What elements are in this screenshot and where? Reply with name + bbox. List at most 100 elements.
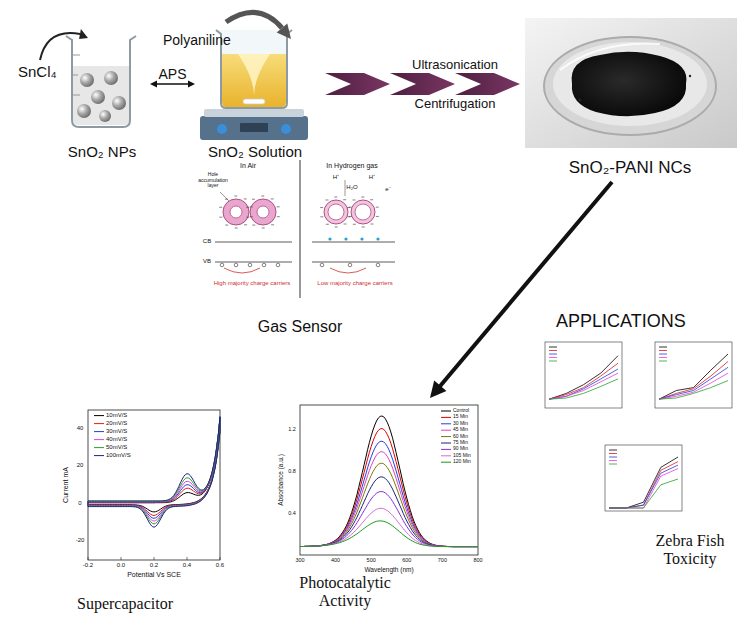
surface-charge bbox=[271, 224, 274, 225]
surface-charge bbox=[271, 198, 274, 199]
toxicity-curve bbox=[549, 356, 618, 400]
surface-charge bbox=[376, 216, 379, 217]
petri-dish-photo bbox=[525, 18, 737, 148]
gas-sensor-art bbox=[215, 242, 292, 243]
toxicity-curve bbox=[609, 479, 678, 508]
text-label: 0 bbox=[78, 500, 81, 507]
text-label: Polyaniline bbox=[163, 33, 231, 48]
legend-sample bbox=[549, 350, 557, 351]
text-label: 0.2 bbox=[150, 562, 158, 569]
surface-charge bbox=[244, 198, 247, 199]
axis-tick bbox=[187, 557, 188, 560]
gas-sensor-art bbox=[230, 206, 242, 218]
connector-line bbox=[438, 182, 612, 388]
toxicity-plot-frame bbox=[545, 342, 622, 408]
cv-curve bbox=[88, 417, 220, 528]
toxicity-curve bbox=[659, 367, 728, 399]
gas-sensor-art bbox=[223, 199, 249, 225]
petri-dish-photo bbox=[689, 75, 691, 77]
axis-tick bbox=[121, 557, 122, 560]
reagent-arrow bbox=[79, 29, 88, 39]
beaker-drawing bbox=[72, 55, 80, 56]
arrow-head bbox=[188, 81, 195, 88]
spectrum-curve bbox=[300, 441, 478, 546]
legend-sample bbox=[609, 450, 617, 451]
legend-sample bbox=[441, 436, 451, 437]
legend-sample bbox=[94, 431, 104, 432]
legend-sample bbox=[659, 354, 667, 355]
legend-sample bbox=[441, 423, 451, 424]
text-label: APPLICATIONS bbox=[556, 312, 686, 332]
surface-charge bbox=[347, 207, 350, 208]
product-dish-node: SnO₂-PANI NCs bbox=[520, 12, 742, 182]
surface-charge bbox=[235, 227, 238, 228]
beaker-drawing bbox=[80, 73, 94, 87]
text-label: 0.6 bbox=[216, 562, 224, 569]
gas-sensor-art bbox=[345, 180, 346, 196]
node-label: Photocatalytic Activity bbox=[289, 574, 401, 611]
legend-text: 30mV/S bbox=[106, 428, 127, 435]
legend-text: 45 Min bbox=[453, 427, 468, 433]
surface-charge bbox=[277, 206, 280, 207]
surface-charge bbox=[353, 199, 356, 200]
surface-charge bbox=[225, 199, 228, 200]
surface-charge bbox=[252, 199, 255, 200]
legend-sample bbox=[659, 361, 667, 362]
text-label: 1.2 bbox=[288, 426, 296, 432]
arrow-head bbox=[150, 81, 157, 88]
electron-carrier bbox=[376, 237, 379, 240]
surface-charge bbox=[277, 216, 280, 217]
cv-curve bbox=[88, 417, 220, 524]
surface-charge bbox=[262, 227, 265, 228]
toxicity-curve bbox=[659, 381, 728, 400]
text-label: 300 bbox=[295, 557, 304, 563]
cv-plot-frame bbox=[88, 410, 220, 560]
toxicity-plot-frame bbox=[605, 445, 682, 511]
hole-carrier bbox=[220, 263, 224, 267]
gas-sensor-art bbox=[312, 242, 395, 243]
gas-sensor-art bbox=[324, 200, 348, 224]
text-label: H₂O bbox=[346, 184, 357, 191]
stirrer-drawing bbox=[204, 109, 304, 117]
surface-charge bbox=[219, 207, 222, 208]
process-arrow bbox=[325, 73, 520, 95]
legend-sample bbox=[94, 447, 104, 448]
beaker-drawing bbox=[99, 110, 111, 122]
axis-tick bbox=[154, 557, 155, 560]
beaker-drawing bbox=[112, 96, 126, 110]
text-label: CB bbox=[203, 238, 211, 245]
text-label: e⁻ bbox=[385, 186, 390, 193]
spectra-plot-frame bbox=[300, 405, 478, 555]
text-label: SnCl₄ bbox=[18, 64, 57, 81]
legend-text: 20mV/S bbox=[106, 420, 127, 427]
gas-sensor-art bbox=[215, 160, 395, 298]
text-label: -0.2 bbox=[83, 562, 93, 569]
beaker-drawing bbox=[91, 90, 105, 104]
legend-text: 15 Min bbox=[453, 414, 468, 420]
surface-charge bbox=[244, 224, 247, 225]
node-label: Supercapacitor bbox=[77, 595, 173, 613]
surface-charge bbox=[370, 199, 373, 200]
beaker-drawing bbox=[66, 36, 136, 127]
text-label: H⁺ bbox=[333, 174, 339, 181]
text-label: Absorbance (a.u.) bbox=[277, 454, 284, 506]
text-label: Centrifugation bbox=[415, 97, 496, 111]
petri-dish-photo bbox=[579, 99, 582, 102]
spectrum-curve bbox=[300, 452, 478, 547]
surface-charge bbox=[252, 225, 255, 226]
gas-sensor-art bbox=[330, 268, 366, 273]
legend-text: 30 Min bbox=[453, 421, 468, 427]
toxicity-curve bbox=[659, 373, 728, 399]
legend-text: 105 Min bbox=[453, 453, 471, 459]
surface-charge bbox=[326, 224, 329, 225]
spectrum-curve bbox=[300, 521, 478, 547]
stirrer-drawing bbox=[281, 124, 291, 134]
legend-sample bbox=[659, 357, 667, 358]
toxicity-curve bbox=[549, 363, 618, 399]
text-label: 0.4 bbox=[183, 562, 191, 569]
spectrum-curve bbox=[300, 477, 478, 547]
node-label: SnO₂-PANI NCs bbox=[569, 158, 691, 178]
toxicity-curve bbox=[549, 369, 618, 399]
legend-sample bbox=[441, 443, 451, 444]
toxicity-curve bbox=[609, 457, 678, 508]
